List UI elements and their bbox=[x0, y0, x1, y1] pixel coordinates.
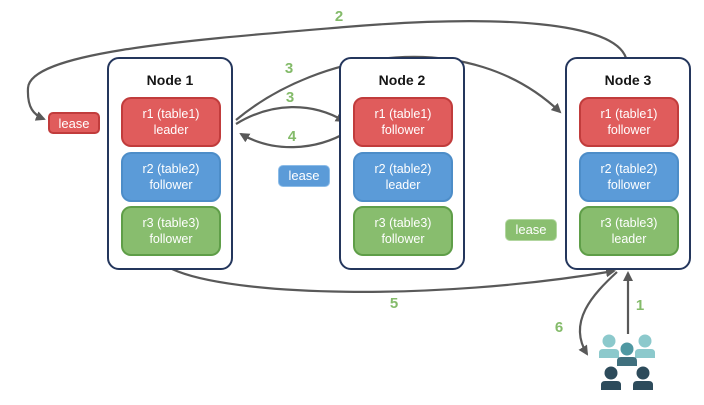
users-icon bbox=[599, 334, 655, 390]
step-label-3b: 3 bbox=[285, 89, 295, 106]
replica-label: r2 (table2) bbox=[374, 162, 432, 176]
step-label-1: 1 bbox=[635, 297, 645, 314]
lease-badge-table1: lease bbox=[48, 112, 100, 134]
node3-replica-r2: r2 (table2) follower bbox=[579, 152, 679, 202]
replica-role: follower bbox=[381, 123, 425, 137]
step-label-2: 2 bbox=[334, 8, 344, 25]
replica-role: leader bbox=[153, 123, 189, 137]
replica-label: r3 (table3) bbox=[600, 216, 658, 230]
step-label-4: 4 bbox=[287, 128, 297, 145]
replica-role: follower bbox=[607, 178, 651, 192]
replica-label: r1 (table1) bbox=[374, 107, 432, 121]
node-1: Node 1 r1 (table1) leader r2 (table2) fo… bbox=[107, 57, 233, 270]
lease-badge-table3: lease bbox=[505, 219, 557, 241]
replica-role: leader bbox=[611, 232, 647, 246]
replica-label: r1 (table1) bbox=[142, 107, 200, 121]
replica-label: r1 (table1) bbox=[600, 107, 658, 121]
step-label-6: 6 bbox=[554, 319, 564, 336]
replica-label: r3 (table3) bbox=[142, 216, 200, 230]
arrow-step6-node3-to-clients bbox=[578, 271, 618, 356]
node-3: Node 3 r1 (table1) follower r2 (table2) … bbox=[565, 57, 691, 270]
node2-replica-r3: r3 (table3) follower bbox=[353, 206, 453, 256]
node1-replica-r1: r1 (table1) leader bbox=[121, 97, 221, 147]
node3-replica-r1: r1 (table1) follower bbox=[579, 97, 679, 147]
node2-replica-r2: r2 (table2) leader bbox=[353, 152, 453, 202]
node-title: Node 2 bbox=[378, 72, 426, 88]
arrow-step3-node1-to-node2 bbox=[235, 106, 346, 125]
node-2: Node 2 r1 (table1) follower r2 (table2) … bbox=[339, 57, 465, 270]
node-title: Node 3 bbox=[604, 72, 652, 88]
replica-role: follower bbox=[607, 123, 651, 137]
node1-replica-r2: r2 (table2) follower bbox=[121, 152, 221, 202]
replica-role: follower bbox=[149, 232, 193, 246]
lease-badge-table2: lease bbox=[278, 165, 330, 187]
node1-replica-r3: r3 (table3) follower bbox=[121, 206, 221, 256]
node-title: Node 1 bbox=[146, 72, 194, 88]
replica-role: follower bbox=[149, 178, 193, 192]
replica-label: r2 (table2) bbox=[600, 162, 658, 176]
node3-replica-r3: r3 (table3) leader bbox=[579, 206, 679, 256]
node2-replica-r1: r1 (table1) follower bbox=[353, 97, 453, 147]
replica-role: follower bbox=[381, 232, 425, 246]
replica-label: r3 (table3) bbox=[374, 216, 432, 230]
step-label-5: 5 bbox=[389, 295, 399, 312]
arrow-step5-node1-to-node3 bbox=[171, 267, 616, 293]
replica-role: leader bbox=[385, 178, 421, 192]
step-label-3a: 3 bbox=[284, 60, 294, 77]
replica-label: r2 (table2) bbox=[142, 162, 200, 176]
